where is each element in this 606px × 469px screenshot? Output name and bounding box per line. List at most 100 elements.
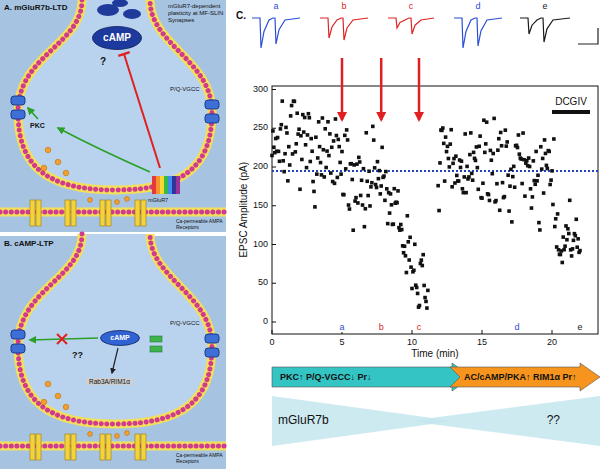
mglur7-receptor <box>164 176 168 194</box>
data-point <box>450 185 454 189</box>
data-point <box>477 144 481 148</box>
node-text: mGluR7b <box>278 414 329 428</box>
data-point <box>385 187 389 191</box>
data-point <box>421 253 425 257</box>
plot-frame <box>272 86 598 334</box>
data-point <box>562 248 566 252</box>
data-point <box>572 239 576 243</box>
plot-frame <box>272 86 598 334</box>
data-point <box>423 296 427 300</box>
data-point <box>293 100 297 104</box>
data-point <box>422 284 426 288</box>
data-point <box>541 157 545 161</box>
data-point <box>392 187 396 191</box>
node-text: ?? <box>547 414 560 428</box>
time-arrow <box>342 58 419 120</box>
data-point <box>558 253 562 257</box>
data-point <box>457 179 461 183</box>
data-point <box>344 167 348 171</box>
time-point-label: a <box>338 322 345 332</box>
data-point <box>567 232 571 236</box>
data-point <box>326 120 330 124</box>
signal-arrow <box>112 348 118 373</box>
mglur7-receptor <box>156 176 160 194</box>
data-point <box>342 193 346 197</box>
data-point <box>272 145 276 149</box>
data-point <box>354 196 358 200</box>
data-point <box>375 186 379 190</box>
data-point <box>339 172 343 176</box>
mglur7-receptor <box>160 176 164 194</box>
data-point <box>559 253 563 257</box>
data-point <box>485 120 489 124</box>
data-point <box>445 150 449 154</box>
data-point <box>308 160 312 164</box>
data-point <box>271 129 275 133</box>
trace-label: e <box>542 1 547 11</box>
data-point <box>388 211 392 215</box>
data-point <box>383 199 387 203</box>
epsc-trace <box>520 18 570 42</box>
data-point <box>327 154 331 158</box>
data-point <box>316 156 320 160</box>
data-point <box>345 128 349 132</box>
tick-label: 5 <box>339 337 344 347</box>
tick-label: 20 <box>547 337 557 347</box>
data-point <box>533 182 537 186</box>
data-point <box>566 227 570 231</box>
data-point <box>394 200 398 204</box>
data-point <box>386 222 390 226</box>
data-point <box>408 235 412 239</box>
data-point <box>532 159 536 163</box>
data-point <box>389 192 393 196</box>
data-point <box>571 247 575 251</box>
trace-label: b <box>341 1 346 11</box>
data-point <box>402 251 406 255</box>
data-point <box>304 143 308 147</box>
receptor-label: Ca-permeable AMPA Receptors <box>176 453 224 465</box>
data-point <box>550 169 554 173</box>
tick-label: 0 <box>263 316 268 326</box>
data-point <box>403 244 407 248</box>
data-point <box>324 166 328 170</box>
data-point <box>530 206 534 210</box>
data-point <box>413 242 417 246</box>
data-point <box>305 166 309 170</box>
wedge-shape <box>415 396 600 446</box>
panel-letter: C. <box>236 10 246 22</box>
mglur7-receptor <box>152 176 156 194</box>
data-point <box>513 185 517 189</box>
kinase-label: PKC <box>30 122 45 130</box>
process-arrow: AC/cAMP/PKA↑ RIM1α Pr↑ <box>450 363 600 391</box>
kinase-symbol <box>150 336 162 342</box>
data-point <box>390 203 394 207</box>
data-point <box>444 135 448 139</box>
data-point <box>328 132 332 136</box>
time-arrow <box>418 58 421 120</box>
data-point <box>369 185 373 189</box>
data-point <box>542 191 546 195</box>
data-point <box>546 167 550 171</box>
data-point <box>547 150 551 154</box>
data-point <box>287 145 291 149</box>
question-mark: ?? <box>72 350 83 360</box>
data-point <box>504 144 508 148</box>
time-point-label: d <box>513 322 520 332</box>
data-point <box>489 149 493 153</box>
data-point <box>362 167 366 171</box>
data-point <box>336 138 340 142</box>
trace-label: d <box>475 1 480 11</box>
tick-label: 100 <box>253 239 268 249</box>
data-point <box>460 159 464 163</box>
data-point <box>330 145 334 149</box>
process-arrow: PKC↑ P/Q-VGCC↓ Pr↓ <box>272 363 472 391</box>
data-point <box>319 161 323 165</box>
signal-arrow <box>124 54 160 168</box>
data-point <box>495 182 499 186</box>
data-point <box>472 151 476 155</box>
axis-title: Time (min) <box>411 348 458 360</box>
data-point <box>416 292 420 296</box>
data-point <box>405 271 409 275</box>
epsc-trace <box>252 18 300 48</box>
mglur7-receptor <box>176 176 180 194</box>
